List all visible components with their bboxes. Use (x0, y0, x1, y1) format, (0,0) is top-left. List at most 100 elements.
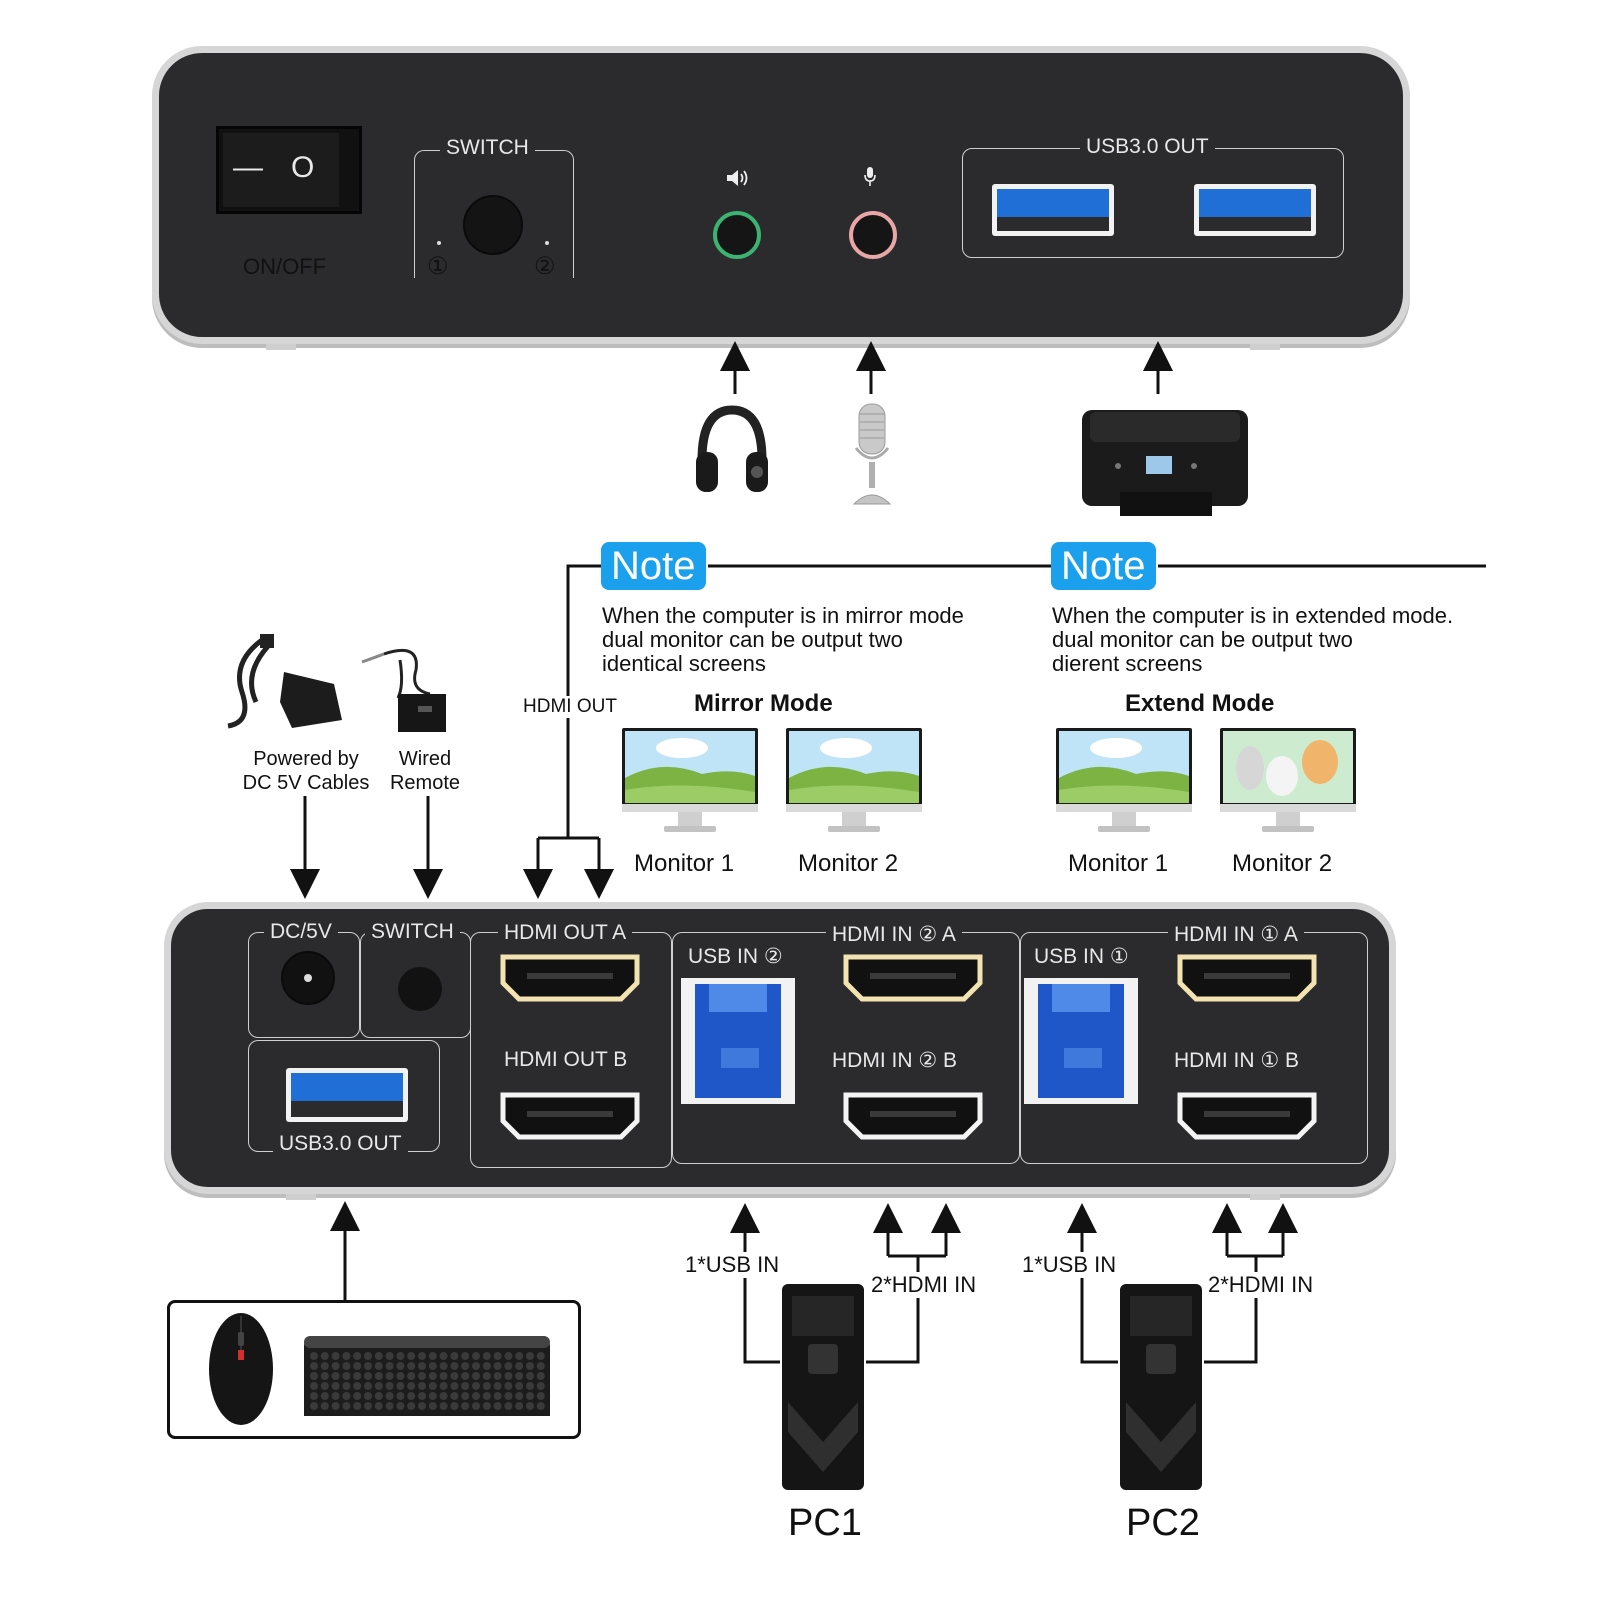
hdmi-out-b-label: HDMI OUT B (498, 1048, 634, 1072)
keyboard-key (385, 1362, 394, 1370)
mirror-mode-title: Mirror Mode (694, 690, 833, 717)
keyboard-key (407, 1402, 416, 1410)
led-dot-2 (545, 241, 549, 245)
input-devices-box (167, 1300, 581, 1439)
speaker-icon (727, 170, 748, 186)
keyboard-key (353, 1382, 362, 1390)
pc1-tower-icon (782, 1284, 864, 1490)
monitor-icon (786, 728, 922, 832)
keyboard-key (536, 1362, 545, 1370)
keyboard-key (504, 1362, 513, 1370)
front-switch-button[interactable] (463, 195, 523, 255)
front-switch-label: SWITCH (440, 136, 535, 160)
keyboard-key (461, 1402, 470, 1410)
keyboard-key (428, 1382, 437, 1390)
extend-mode-title: Extend Mode (1125, 690, 1275, 717)
keyboard-key (342, 1382, 351, 1390)
keyboard-key (374, 1382, 383, 1390)
wired-remote-icon (361, 649, 446, 732)
keyboard-key (374, 1362, 383, 1370)
pc1-usb-label: 1*USB IN (685, 1252, 780, 1278)
keyboard-key (342, 1392, 351, 1400)
keyboard-key (526, 1352, 534, 1360)
keyboard-key (450, 1382, 459, 1390)
keyboard-key (461, 1382, 470, 1390)
keyboard-key (439, 1382, 448, 1390)
keyboard-key (331, 1362, 340, 1370)
keyboard-key (342, 1372, 351, 1380)
front-usb-out-label: USB3.0 OUT (1080, 135, 1215, 159)
keyboard-key (407, 1372, 416, 1380)
front-usb-port-1[interactable] (992, 184, 1114, 236)
keyboard-key (504, 1392, 513, 1400)
mic-jack[interactable] (849, 211, 897, 259)
keyboard-key (353, 1362, 362, 1370)
keyboard-key (493, 1362, 502, 1370)
audio-jack[interactable] (713, 211, 761, 259)
dc-jack[interactable] (281, 951, 335, 1005)
keyboard-key (364, 1352, 372, 1360)
keyboard-key (407, 1382, 416, 1390)
monitor-label: Monitor 1 (634, 850, 735, 877)
keyboard-key (439, 1362, 448, 1370)
keyboard-key (515, 1402, 524, 1410)
hdmi-out-b-port[interactable] (499, 1091, 641, 1141)
hdmi-out-a-port[interactable] (499, 953, 641, 1003)
keyboard-key (418, 1362, 426, 1370)
keyboard-key (536, 1392, 545, 1400)
microphone-small-icon (864, 167, 876, 186)
rear-usb-out-port[interactable] (286, 1068, 408, 1122)
keyboard-key (396, 1382, 405, 1390)
keyboard-key (472, 1352, 480, 1360)
rear-usb-out-label: USB3.0 OUT (273, 1132, 408, 1156)
keyboard-key (428, 1402, 437, 1410)
remote-switch-jack[interactable] (398, 967, 442, 1011)
front-panel-foot-left (266, 344, 296, 350)
hdmi-in-1a-label: HDMI IN ① A (1168, 922, 1304, 947)
keyboard-key (418, 1382, 426, 1390)
keyboard-key (461, 1392, 470, 1400)
keyboard-key (320, 1402, 329, 1410)
usb-in-2-port[interactable] (681, 978, 795, 1104)
keyboard-key (331, 1372, 340, 1380)
keyboard-key (439, 1352, 448, 1360)
monitor-icon (1220, 728, 1356, 832)
keyboard-key (504, 1382, 513, 1390)
power-switch[interactable]: — O (216, 126, 362, 214)
keyboard-key (364, 1392, 372, 1400)
keyboard-key (526, 1402, 534, 1410)
keyboard-key (353, 1352, 362, 1360)
keyboard-key (472, 1382, 480, 1390)
front-panel-foot-right (1250, 344, 1280, 350)
keyboard-key (450, 1372, 459, 1380)
usb-in-1-port[interactable] (1024, 978, 1138, 1104)
note-line: dual monitor can be output two (1052, 627, 1353, 652)
keyboard-key (526, 1362, 534, 1370)
keyboard-key (353, 1402, 362, 1410)
keyboard-key (439, 1402, 448, 1410)
front-usb-port-2[interactable] (1194, 184, 1316, 236)
hdmi-in-2b-port[interactable] (842, 1091, 984, 1141)
hdmi-in-2a-port[interactable] (842, 953, 984, 1003)
hdmi-in-1a-port[interactable] (1176, 953, 1318, 1003)
keyboard-key (418, 1402, 426, 1410)
power-off-symbol: O (291, 151, 315, 184)
keyboard-key (374, 1352, 383, 1360)
hdmi-in-1b-port[interactable] (1176, 1091, 1318, 1141)
keyboard-key (364, 1402, 372, 1410)
keyboard-key (310, 1402, 318, 1410)
monitor-label: Monitor 2 (1232, 850, 1333, 877)
keyboard-key (482, 1402, 491, 1410)
keyboard-icon (304, 1336, 550, 1416)
keyboard-key (310, 1352, 318, 1360)
pc1-hdmi-label: 2*HDMI IN (871, 1272, 977, 1298)
keyboard-key (385, 1382, 394, 1390)
keyboard-key (482, 1382, 491, 1390)
note-text-mirror: When the computer is in mirror mode dual… (602, 604, 964, 676)
hdmi-in-2a-label: HDMI IN ② A (826, 922, 962, 947)
keyboard-key (515, 1382, 524, 1390)
power-cable-line2: DC 5V Cables (242, 772, 370, 794)
note-line: dual monitor can be output two (602, 627, 903, 652)
keyboard-key (407, 1362, 416, 1370)
power-label: ON/OFF (243, 254, 327, 279)
